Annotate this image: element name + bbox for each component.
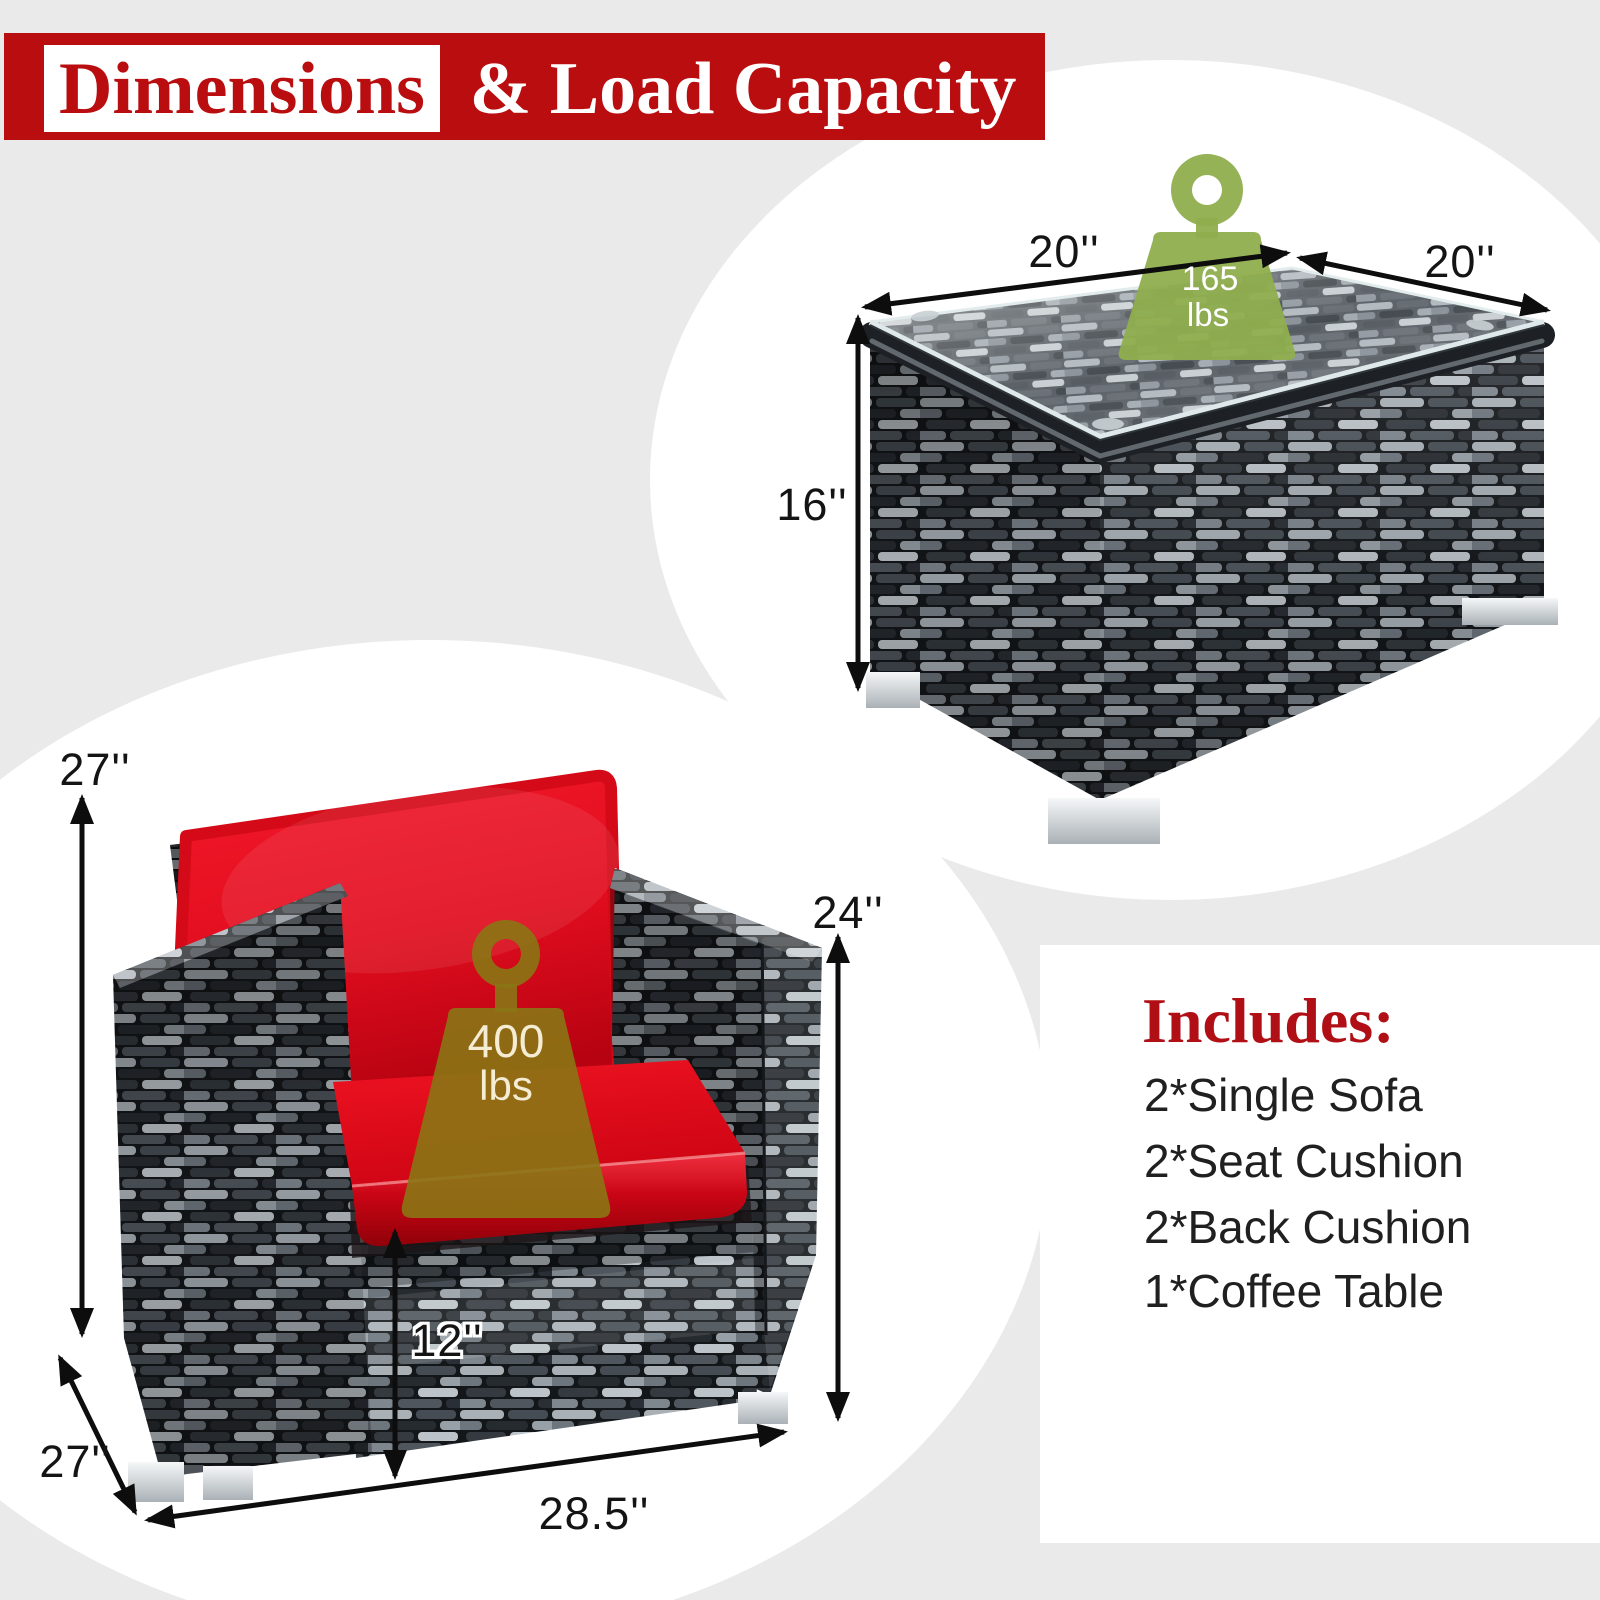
label-chair-width: 28.5''	[538, 1488, 650, 1539]
label-seat-height: 12''	[411, 1315, 483, 1366]
arrow-table-width	[861, 244, 1291, 316]
chair-foot-left	[128, 1462, 184, 1502]
label-table-width: 20''	[1028, 226, 1100, 277]
chair-foot-mid	[203, 1466, 253, 1500]
includes-box	[1040, 945, 1600, 1543]
label-arm-height: 24''	[812, 887, 884, 938]
label-table-depth: 20''	[1424, 236, 1496, 287]
label-chair-depth: 27''	[39, 1436, 111, 1487]
header-highlight-text: Dimensions	[59, 48, 425, 130]
table-foot-right	[1462, 598, 1558, 625]
includes-item-3: 2*Back Cushion	[1144, 1201, 1472, 1253]
table-load-unit: lbs	[1186, 296, 1230, 333]
chair-foot-right	[738, 1392, 788, 1424]
chair-load-unit: lbs	[479, 1062, 533, 1109]
arrow-table-depth	[1296, 251, 1551, 317]
arrow-chair-width	[144, 1423, 788, 1529]
table-load-value: 165	[1181, 260, 1239, 298]
includes-item-1: 2*Single Sofa	[1144, 1069, 1423, 1121]
header-highlight-box	[44, 45, 440, 132]
table-foot-left	[866, 672, 920, 708]
chair-load-value: 400	[467, 1015, 545, 1067]
includes-item-2: 2*Seat Cushion	[1144, 1135, 1464, 1187]
load-icon-chair	[401, 920, 611, 1218]
dimension-arrows	[57, 244, 1551, 1529]
table-foot-front	[1048, 798, 1160, 844]
header-rest-text: & Load Capacity	[469, 48, 1017, 130]
label-chair-height: 27''	[59, 744, 131, 795]
includes-title: Includes:	[1142, 985, 1395, 1056]
arrow-chair-depth	[57, 1354, 138, 1516]
label-table-height: 16''	[776, 479, 848, 530]
includes-item-4: 1*Coffee Table	[1144, 1265, 1445, 1317]
